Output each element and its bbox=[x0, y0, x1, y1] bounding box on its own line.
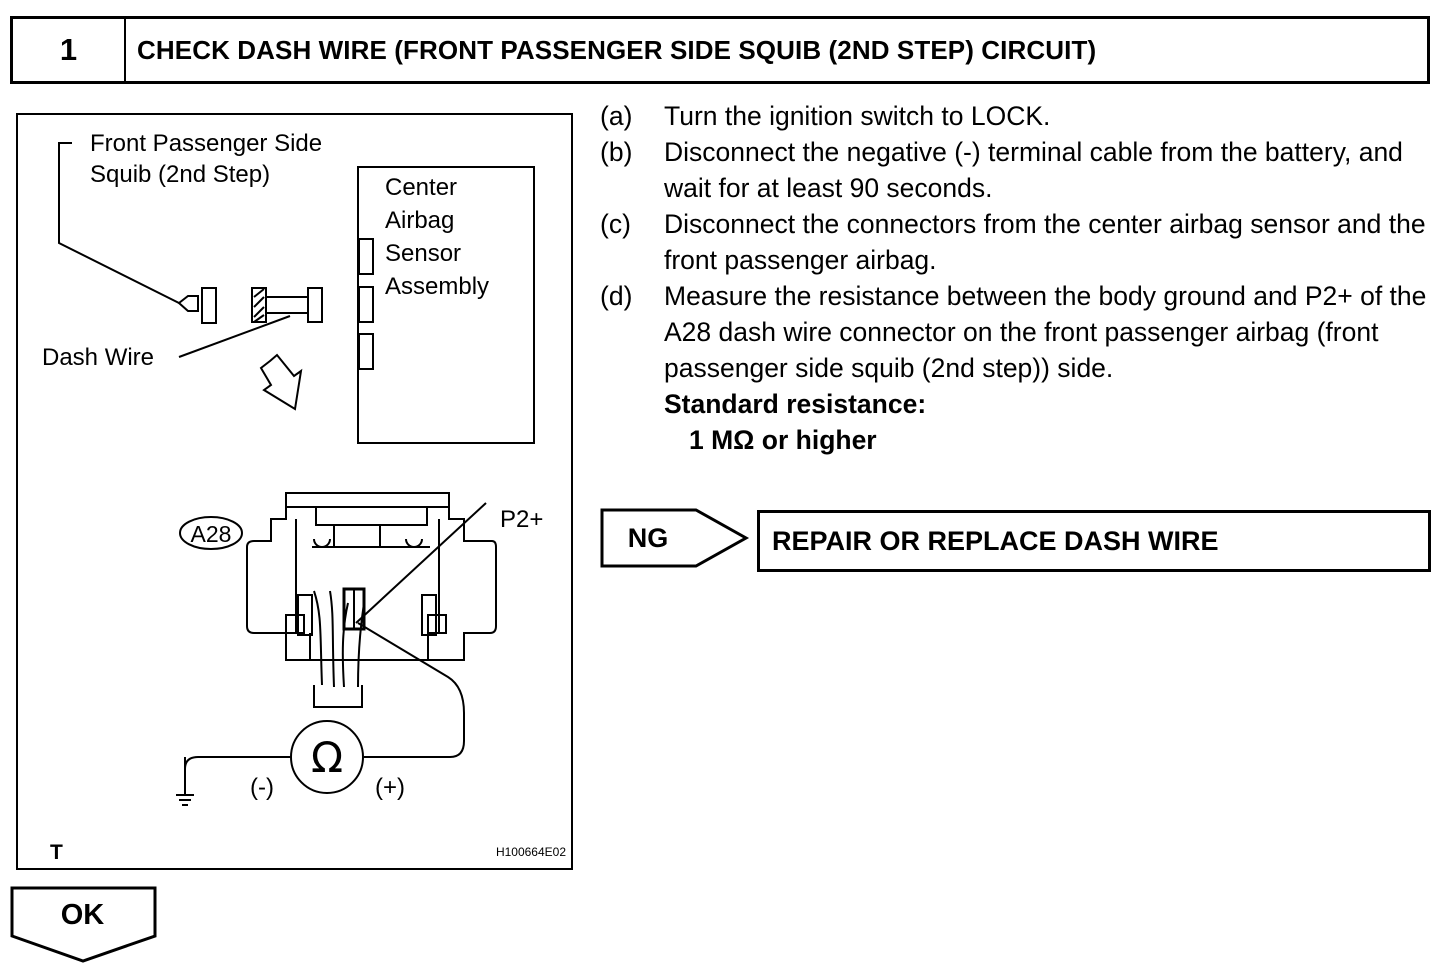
standard-label: Standard resistance: bbox=[664, 389, 927, 419]
instruction-item: (a) Turn the ignition switch to LOCK. bbox=[600, 98, 1430, 134]
right-arrow-icon bbox=[600, 508, 750, 568]
ok-result-arrow: OK bbox=[10, 886, 158, 964]
instruction-text: Measure the resistance between the body … bbox=[664, 281, 1427, 383]
instruction-label: (d) bbox=[600, 281, 633, 311]
diagram-drawing: Front Passenger Side Squib (2nd Step) Ce… bbox=[42, 130, 566, 864]
instruction-item: (b) Disconnect the negative (-) terminal… bbox=[600, 134, 1430, 206]
instruction-item: (d) Measure the resistance between the b… bbox=[600, 278, 1430, 386]
sensor-label-line3: Sensor bbox=[385, 240, 461, 267]
figure-code: H100664E02 bbox=[496, 845, 566, 859]
ohmmeter-icon: Ω bbox=[311, 733, 343, 782]
step-title: CHECK DASH WIRE (FRONT PASSENGER SIDE SQ… bbox=[137, 34, 1097, 65]
dash-wire-label: Dash Wire bbox=[42, 344, 154, 371]
sensor-label-line1: Center bbox=[385, 174, 457, 201]
ng-result-arrow: NG bbox=[600, 508, 750, 568]
terminal-label: P2+ bbox=[500, 506, 543, 533]
instruction-label: (b) bbox=[600, 137, 633, 167]
instruction-list: (a) Turn the ignition switch to LOCK. (b… bbox=[600, 98, 1430, 458]
ng-label: NG bbox=[627, 522, 669, 553]
ok-label: OK bbox=[60, 898, 105, 931]
standard-value: 1 MΩ or higher bbox=[689, 425, 877, 455]
negative-lead-label: (-) bbox=[250, 774, 274, 801]
instruction-text: Turn the ignition switch to LOCK. bbox=[664, 101, 1051, 131]
instruction-label: (c) bbox=[600, 209, 631, 239]
down-arrow-icon bbox=[10, 886, 157, 963]
squib-label-line1: Front Passenger Side bbox=[90, 130, 322, 157]
ng-action-box: REPAIR OR REPLACE DASH WIRE bbox=[757, 510, 1431, 572]
wiring-diagram: Front Passenger Side Squib (2nd Step) Ce… bbox=[16, 113, 573, 870]
instruction-label: (a) bbox=[600, 101, 633, 131]
step-number: 1 bbox=[13, 19, 126, 81]
connector-id-label: A28 bbox=[191, 521, 232, 547]
figure-corner-mark: T bbox=[50, 841, 63, 864]
sensor-label-line2: Airbag bbox=[385, 207, 454, 234]
instruction-text: Disconnect the negative (-) terminal cab… bbox=[664, 137, 1403, 203]
instruction-text: Disconnect the connectors from the cente… bbox=[664, 209, 1426, 275]
sensor-label-line4: Assembly bbox=[385, 273, 489, 300]
squib-label-line2: Squib (2nd Step) bbox=[90, 161, 270, 188]
instruction-item: (c) Disconnect the connectors from the c… bbox=[600, 206, 1430, 278]
positive-lead-label: (+) bbox=[375, 774, 405, 801]
step-header: 1 CHECK DASH WIRE (FRONT PASSENGER SIDE … bbox=[10, 16, 1430, 84]
